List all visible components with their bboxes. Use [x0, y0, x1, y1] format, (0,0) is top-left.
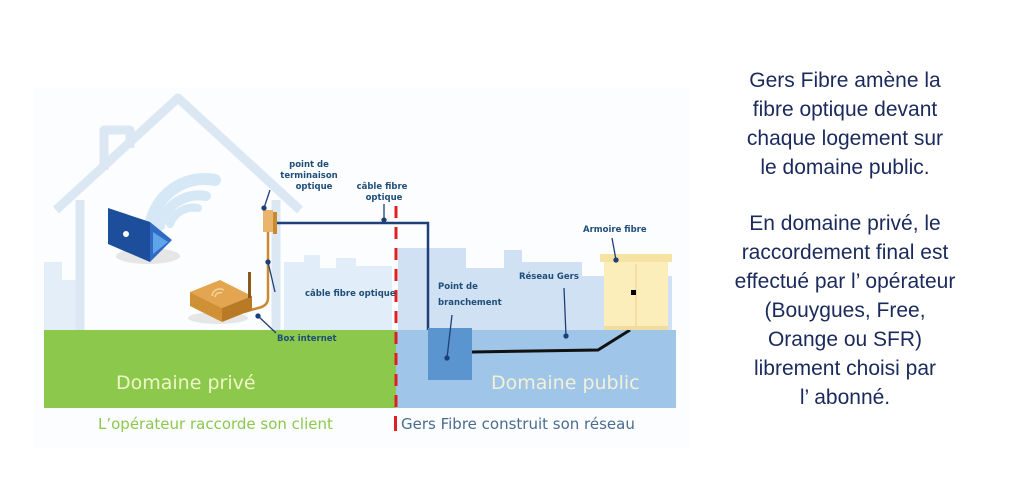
explanation-p1-line1: Gers Fibre amène la — [749, 69, 941, 92]
label-box-internet: Box internet — [277, 334, 337, 344]
city-skyline-middle — [284, 255, 392, 332]
explanation-p2-line1: En domaine privé, le — [749, 212, 941, 235]
paragraph-gap — [700, 182, 990, 209]
caption-public: Gers Fibre construit son réseau — [401, 415, 635, 433]
label-point-branchement-line2: branchement — [438, 298, 502, 308]
label-cable-top-line1: câble fibre — [357, 182, 408, 192]
laptop-icon — [108, 208, 180, 264]
domaine-prive-ground — [44, 330, 396, 408]
outdoor-fiber-cable — [277, 221, 430, 330]
domaine-public-title: Domaine public — [491, 372, 640, 394]
explanation-p2-line5: Orange ou SFR) — [767, 328, 923, 351]
optical-termination-point-icon — [263, 210, 277, 234]
label-terminaison-line2: terminaison — [280, 171, 337, 181]
explanation-text: Gers Fibre amène la fibre optique devant… — [700, 66, 990, 412]
explanation-p2-line2: raccordement final est — [741, 241, 949, 264]
label-reseau-gers: Réseau Gers — [519, 271, 579, 282]
indoor-fiber-cable — [243, 232, 270, 314]
label-cable-side: câble fibre optique — [305, 289, 396, 299]
gers-network-cable — [471, 328, 631, 354]
label-cable-top-line2: optique — [366, 193, 403, 203]
fiber-connection-diagram: point de terminaison optique câble fibre… — [44, 93, 676, 433]
city-skyline-public — [398, 248, 672, 332]
caption-prive: L’opérateur raccorde son client — [98, 415, 333, 433]
city-skyline-left — [44, 262, 76, 332]
explanation-p2-line4: (Bouygues, Free, — [764, 299, 926, 322]
wifi-signal-icon — [144, 173, 221, 234]
label-pointers — [255, 189, 619, 361]
explanation-p1-line2: fibre optique devant — [752, 98, 938, 121]
explanation-p2-line6: librement choisi par — [753, 357, 937, 380]
label-point-branchement-line1: Point de — [438, 282, 478, 292]
explanation-p1-line4: le domaine public. — [760, 156, 930, 179]
caption-public-marker — [394, 416, 397, 431]
fiber-cabinet-icon — [600, 254, 672, 330]
label-terminaison-line3: optique — [296, 182, 333, 192]
label-armoire-fibre: Armoire fibre — [583, 225, 647, 235]
explanation-p2-line7: l’ abonné. — [799, 386, 891, 409]
domaine-prive-title: Domaine privé — [116, 372, 256, 394]
explanation-p2-line3: effectué par l’ opérateur — [734, 270, 956, 293]
explanation-p1-line3: chaque logement sur — [746, 127, 944, 150]
internet-box-icon — [188, 272, 252, 324]
label-terminaison-line1: point de — [289, 160, 329, 170]
